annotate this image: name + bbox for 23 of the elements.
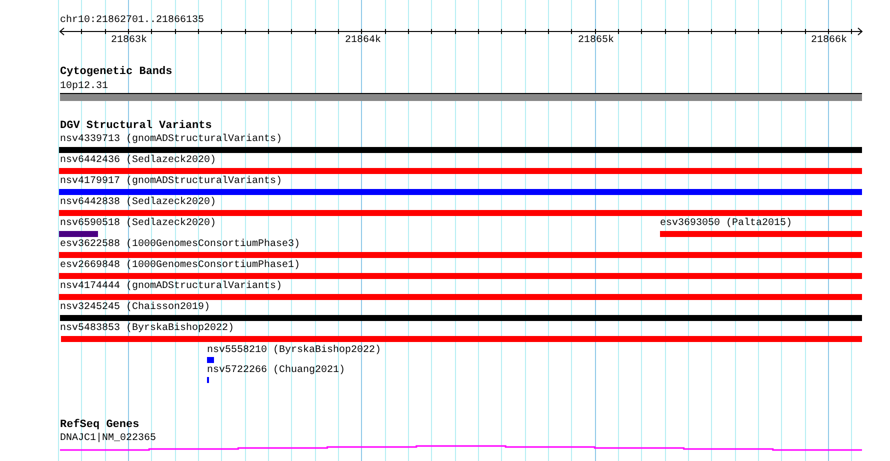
variant-label: nsv5558210 (ByrskaBishop2022) xyxy=(207,345,382,356)
track-title: DGV Structural Variants xyxy=(60,121,212,132)
variant-label: esv2669848 (1000GenomesConsortiumPhase1) xyxy=(60,260,300,271)
tick-label: 21866k xyxy=(811,35,848,46)
variant-label: nsv6590518 (Sedlazeck2020) xyxy=(60,218,216,229)
band-label: 10p12.31 xyxy=(60,81,108,92)
tick-label: 21864k xyxy=(345,35,382,46)
gene-label: DNAJC1|NM_022365 xyxy=(60,433,156,444)
variant-label: nsv5483853 (ByrskaBishop2022) xyxy=(60,323,234,334)
variant-label: esv3693050 (Palta2015) xyxy=(660,218,792,229)
variant-label: nsv5722266 (Chuang2021) xyxy=(207,365,346,376)
track-title: Cytogenetic Bands xyxy=(60,67,172,78)
variant-label: nsv4174444 (gnomADStructuralVariants) xyxy=(60,281,282,292)
position-label: chr10:21862701..21866135 xyxy=(60,15,204,26)
tick-label: 21865k xyxy=(578,35,614,46)
variant-label: nsv6442838 (Sedlazeck2020) xyxy=(60,197,216,208)
variant-label: nsv4339713 (gnomADStructuralVariants) xyxy=(60,134,282,145)
variant-label: nsv3245245 (Chaisson2019) xyxy=(60,302,210,313)
tick-label: 21863k xyxy=(111,35,148,46)
variant-label: esv3622588 (1000GenomesConsortiumPhase3) xyxy=(60,239,300,250)
track-title: RefSeq Genes xyxy=(60,420,140,431)
variant-label: nsv4179917 (gnomADStructuralVariants) xyxy=(60,176,282,187)
variant-label: nsv6442436 (Sedlazeck2020) xyxy=(60,155,216,166)
